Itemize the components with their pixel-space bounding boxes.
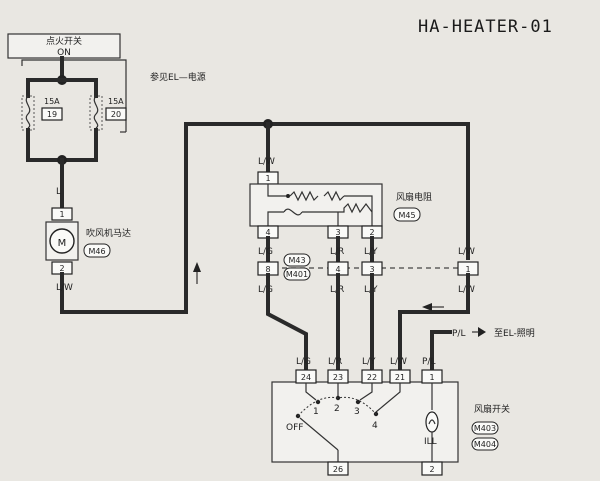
illumination-label: ILL <box>424 437 437 447</box>
svg-text:L/Y: L/Y <box>362 357 376 367</box>
switch-position-4: 4 <box>372 421 378 431</box>
svg-text:21: 21 <box>395 373 405 382</box>
switch-position-2: 2 <box>334 404 340 414</box>
illumination-lamp-icon <box>425 411 439 433</box>
svg-text:P/L: P/L <box>452 329 465 339</box>
fan-resistor-body <box>249 183 383 227</box>
switch-position-3: 3 <box>354 407 360 417</box>
svg-text:L/G: L/G <box>258 285 273 295</box>
page-title: HA-HEATER-01 <box>418 17 553 37</box>
resistor-icon <box>289 190 319 202</box>
svg-text:L/Y: L/Y <box>364 247 378 257</box>
svg-text:1: 1 <box>429 373 434 382</box>
svg-text:3: 3 <box>335 228 340 237</box>
svg-text:22: 22 <box>367 373 377 382</box>
switch-position-1: 1 <box>313 407 319 417</box>
fan-switch-connector-a: M403 <box>474 424 496 433</box>
arrow-up-icon <box>193 262 201 272</box>
ignition-switch-label: 点火开关 <box>46 35 82 47</box>
fan-resistor-label: 风扇电阻 <box>396 191 432 203</box>
svg-text:4: 4 <box>335 265 340 274</box>
wire-label-lw: L/W <box>56 283 73 293</box>
fuse-20-rating: 15A <box>108 97 124 106</box>
svg-text:2: 2 <box>59 264 64 273</box>
fan-switch-label: 风扇开关 <box>474 403 510 415</box>
fuse-20 <box>89 95 103 131</box>
fuse-block-bracket <box>21 59 127 132</box>
svg-text:L/G: L/G <box>258 247 273 257</box>
wire-label-lw: L/W <box>258 157 275 167</box>
arrow-left-icon <box>422 303 432 311</box>
fuse-20-number: 20 <box>111 110 121 119</box>
svg-text:L/R: L/R <box>330 247 344 257</box>
switch-position-arc <box>297 396 377 417</box>
fuse-19 <box>21 95 35 131</box>
switch-lever <box>299 417 339 451</box>
fan-resistor-connector: M45 <box>398 211 415 220</box>
junction-connector-a: M43 <box>288 256 305 265</box>
illumination-reference: 至EL-照明 <box>494 328 535 339</box>
svg-text:L/W: L/W <box>458 247 475 257</box>
svg-text:L/W: L/W <box>390 357 407 367</box>
motor-symbol: M <box>58 238 67 249</box>
switch-position-off: OFF <box>286 423 303 433</box>
ignition-switch-box <box>7 33 121 59</box>
svg-text:1: 1 <box>59 210 64 219</box>
svg-text:P/L: P/L <box>422 357 435 367</box>
svg-text:24: 24 <box>301 373 311 382</box>
svg-text:2: 2 <box>429 465 434 474</box>
ignition-switch-state: ON <box>57 48 71 58</box>
switch-pin-2 <box>421 461 443 476</box>
blower-motor-connector: M46 <box>88 247 105 256</box>
blower-motor-label: 吹风机马达 <box>86 227 131 239</box>
wire-lw-return <box>398 273 470 372</box>
blower-pin-1 <box>51 207 73 221</box>
svg-text:23: 23 <box>333 373 343 382</box>
fuse-19-number: 19 <box>47 110 57 119</box>
fan-switch-connector-b: M404 <box>474 440 496 449</box>
power-reference: 参见EL—电源 <box>150 71 206 83</box>
svg-text:3: 3 <box>369 265 374 274</box>
svg-text:8: 8 <box>265 265 270 274</box>
motor-icon <box>49 228 75 254</box>
fuse-19-rating: 15A <box>44 97 60 106</box>
svg-text:4: 4 <box>265 228 270 237</box>
arrow-right-icon <box>478 327 486 337</box>
svg-text:L/R: L/R <box>328 357 342 367</box>
svg-text:L/G: L/G <box>296 357 311 367</box>
svg-text:2: 2 <box>369 228 374 237</box>
blower-feed-wire <box>60 122 470 314</box>
wire-pl <box>430 330 452 372</box>
wire-label-l: L <box>56 187 61 197</box>
wire-lg <box>266 273 308 372</box>
thermal-fuse-icon <box>283 208 303 216</box>
svg-text:26: 26 <box>333 465 343 474</box>
svg-text:1: 1 <box>265 174 270 183</box>
svg-text:1: 1 <box>465 265 470 274</box>
switch-pin-26 <box>327 461 349 476</box>
resistor-icon <box>323 190 345 202</box>
junction-connector-b: M401 <box>286 270 308 279</box>
